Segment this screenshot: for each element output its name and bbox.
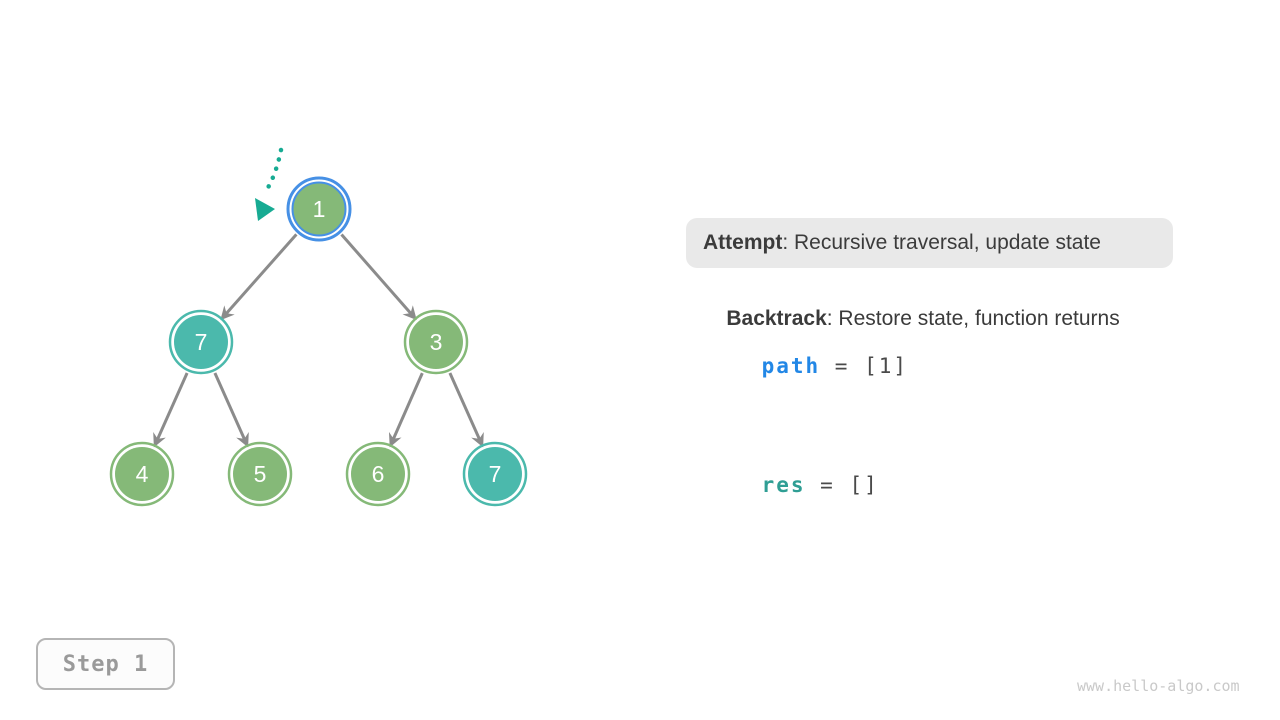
tree-node: 7 <box>168 309 234 375</box>
tree-node: 6 <box>345 441 411 507</box>
node-value: 7 <box>489 461 502 487</box>
node-value: 7 <box>195 329 208 355</box>
path-var-name: path <box>761 354 821 378</box>
node-circle <box>291 181 347 237</box>
node-ring <box>168 309 234 375</box>
binary-tree-diagram: 1 7 3 4 5 6 7 <box>109 147 528 507</box>
node-value: 3 <box>430 329 443 355</box>
node-circle <box>233 447 287 501</box>
pointer-dotted-trail <box>263 147 284 194</box>
attempt-note: Attempt: Recursive traversal, update sta… <box>686 218 1173 268</box>
node-circle <box>115 447 169 501</box>
node-ring <box>462 441 528 507</box>
edge-3-7 <box>448 372 484 448</box>
step-badge: Step 1 <box>36 638 175 690</box>
tree-edges <box>153 233 484 448</box>
node-value: 6 <box>372 461 385 487</box>
res-value: = [] <box>805 473 879 497</box>
step-label: Step 1 <box>62 651 149 677</box>
edge-1-7 <box>220 233 298 321</box>
node-circle <box>409 315 463 369</box>
node-ring <box>403 309 469 375</box>
attempt-label: Attempt <box>703 231 783 254</box>
current-pointer-arrow <box>255 147 284 221</box>
node-circle <box>174 315 228 369</box>
edge-7-4 <box>153 372 189 448</box>
node-value: 4 <box>136 461 149 487</box>
res-state: res = [] <box>703 449 879 521</box>
backtrack-note: Backtrack: Restore state, function retur… <box>703 283 1120 355</box>
backtrack-label: Backtrack <box>726 307 827 330</box>
tree-node: 3 <box>403 309 469 375</box>
pointer-arrowhead-icon <box>255 198 275 221</box>
tree-node: 7 <box>462 441 528 507</box>
tree-node: 5 <box>227 441 293 507</box>
node-circle <box>351 447 405 501</box>
edge-1-3 <box>340 233 417 321</box>
edge-7-5 <box>213 372 249 448</box>
path-value: = [1] <box>820 354 909 378</box>
node-ring <box>227 441 293 507</box>
tree-node-root: 1 <box>286 176 352 242</box>
tree-node: 4 <box>109 441 175 507</box>
watermark: www.hello-algo.com <box>1077 677 1240 695</box>
node-ring <box>286 176 352 242</box>
node-ring <box>109 441 175 507</box>
attempt-text: : Recursive traversal, update state <box>782 231 1101 254</box>
res-var-name: res <box>761 473 806 497</box>
node-value: 5 <box>254 461 267 487</box>
backtrack-text: : Restore state, function returns <box>826 307 1120 330</box>
node-value: 1 <box>313 196 326 222</box>
path-state: path = [1] <box>703 330 908 402</box>
node-ring <box>345 441 411 507</box>
node-circle <box>468 447 522 501</box>
edge-3-6 <box>388 372 424 448</box>
